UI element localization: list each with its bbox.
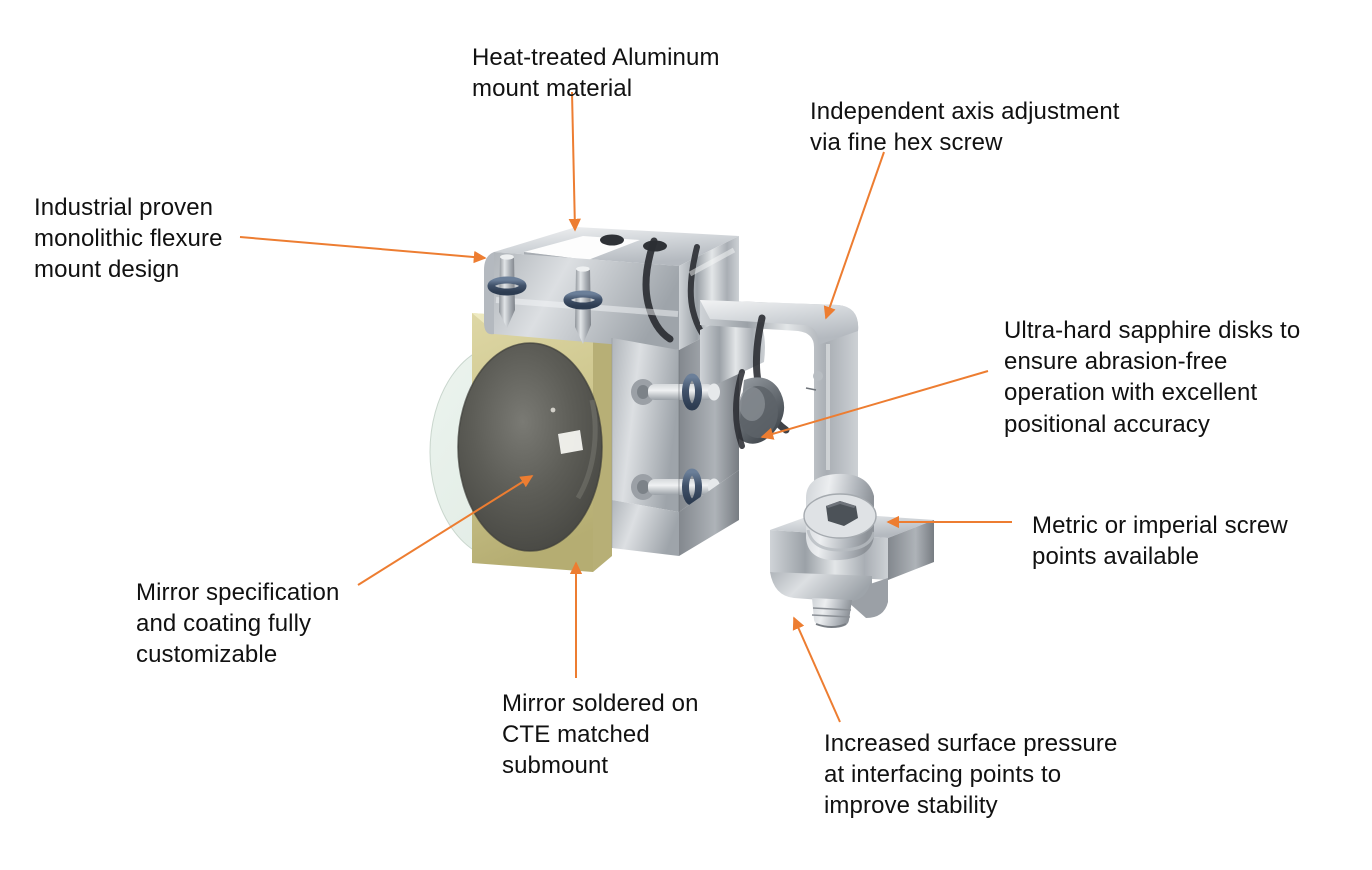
flexure-column-lower (612, 470, 739, 556)
adjustment-arm (700, 300, 859, 497)
callout-ultra-hard-sapphire-disks: Ultra-hard sapphire disks to ensure abra… (1004, 317, 1301, 438)
flexure-shaft-lower (631, 468, 720, 506)
pin-left (487, 254, 527, 328)
hex-screw-head[interactable] (803, 473, 877, 561)
arrow-mirror-specification-coating (357, 475, 534, 586)
callout-independent-axis-adjustment: Independent axis adjustment via fine hex… (810, 98, 1120, 157)
arrow-industrial-proven-flexure (239, 236, 487, 264)
mirror-disk (457, 342, 603, 552)
callout-metric-imperial-screw-points: Metric or imperial screw points availabl… (1032, 512, 1288, 571)
cte-submount (472, 313, 612, 572)
callout-heat-treated-aluminum: Heat-treated Aluminum mount material (472, 44, 720, 103)
flexure-preload-pins (487, 254, 603, 344)
callout-industrial-proven-flexure: Industrial proven monolithic flexure mou… (34, 194, 223, 284)
flexure-shaft-upper (631, 373, 720, 411)
arrow-heat-treated-aluminum (568, 91, 581, 232)
arrow-ultra-hard-sapphire-disks (760, 370, 989, 440)
mirror-optic-glass (429, 343, 581, 561)
callout-mirror-soldered-cte: Mirror soldered on CTE matched submount (502, 690, 699, 780)
sapphire-disk (733, 369, 785, 449)
arrow-increased-surface-pressure (792, 616, 841, 723)
callout-mirror-specification-coating: Mirror specification and coating fully c… (136, 579, 340, 669)
arrow-independent-axis-adjustment (823, 151, 885, 320)
flexure-body-upper (484, 227, 739, 350)
pin-right (563, 266, 603, 344)
render-shading (611, 338, 680, 548)
callout-increased-surface-pressure: Increased surface pressure at interfacin… (824, 730, 1118, 820)
base-plate (770, 512, 934, 628)
flexure-body-middle (612, 314, 765, 512)
